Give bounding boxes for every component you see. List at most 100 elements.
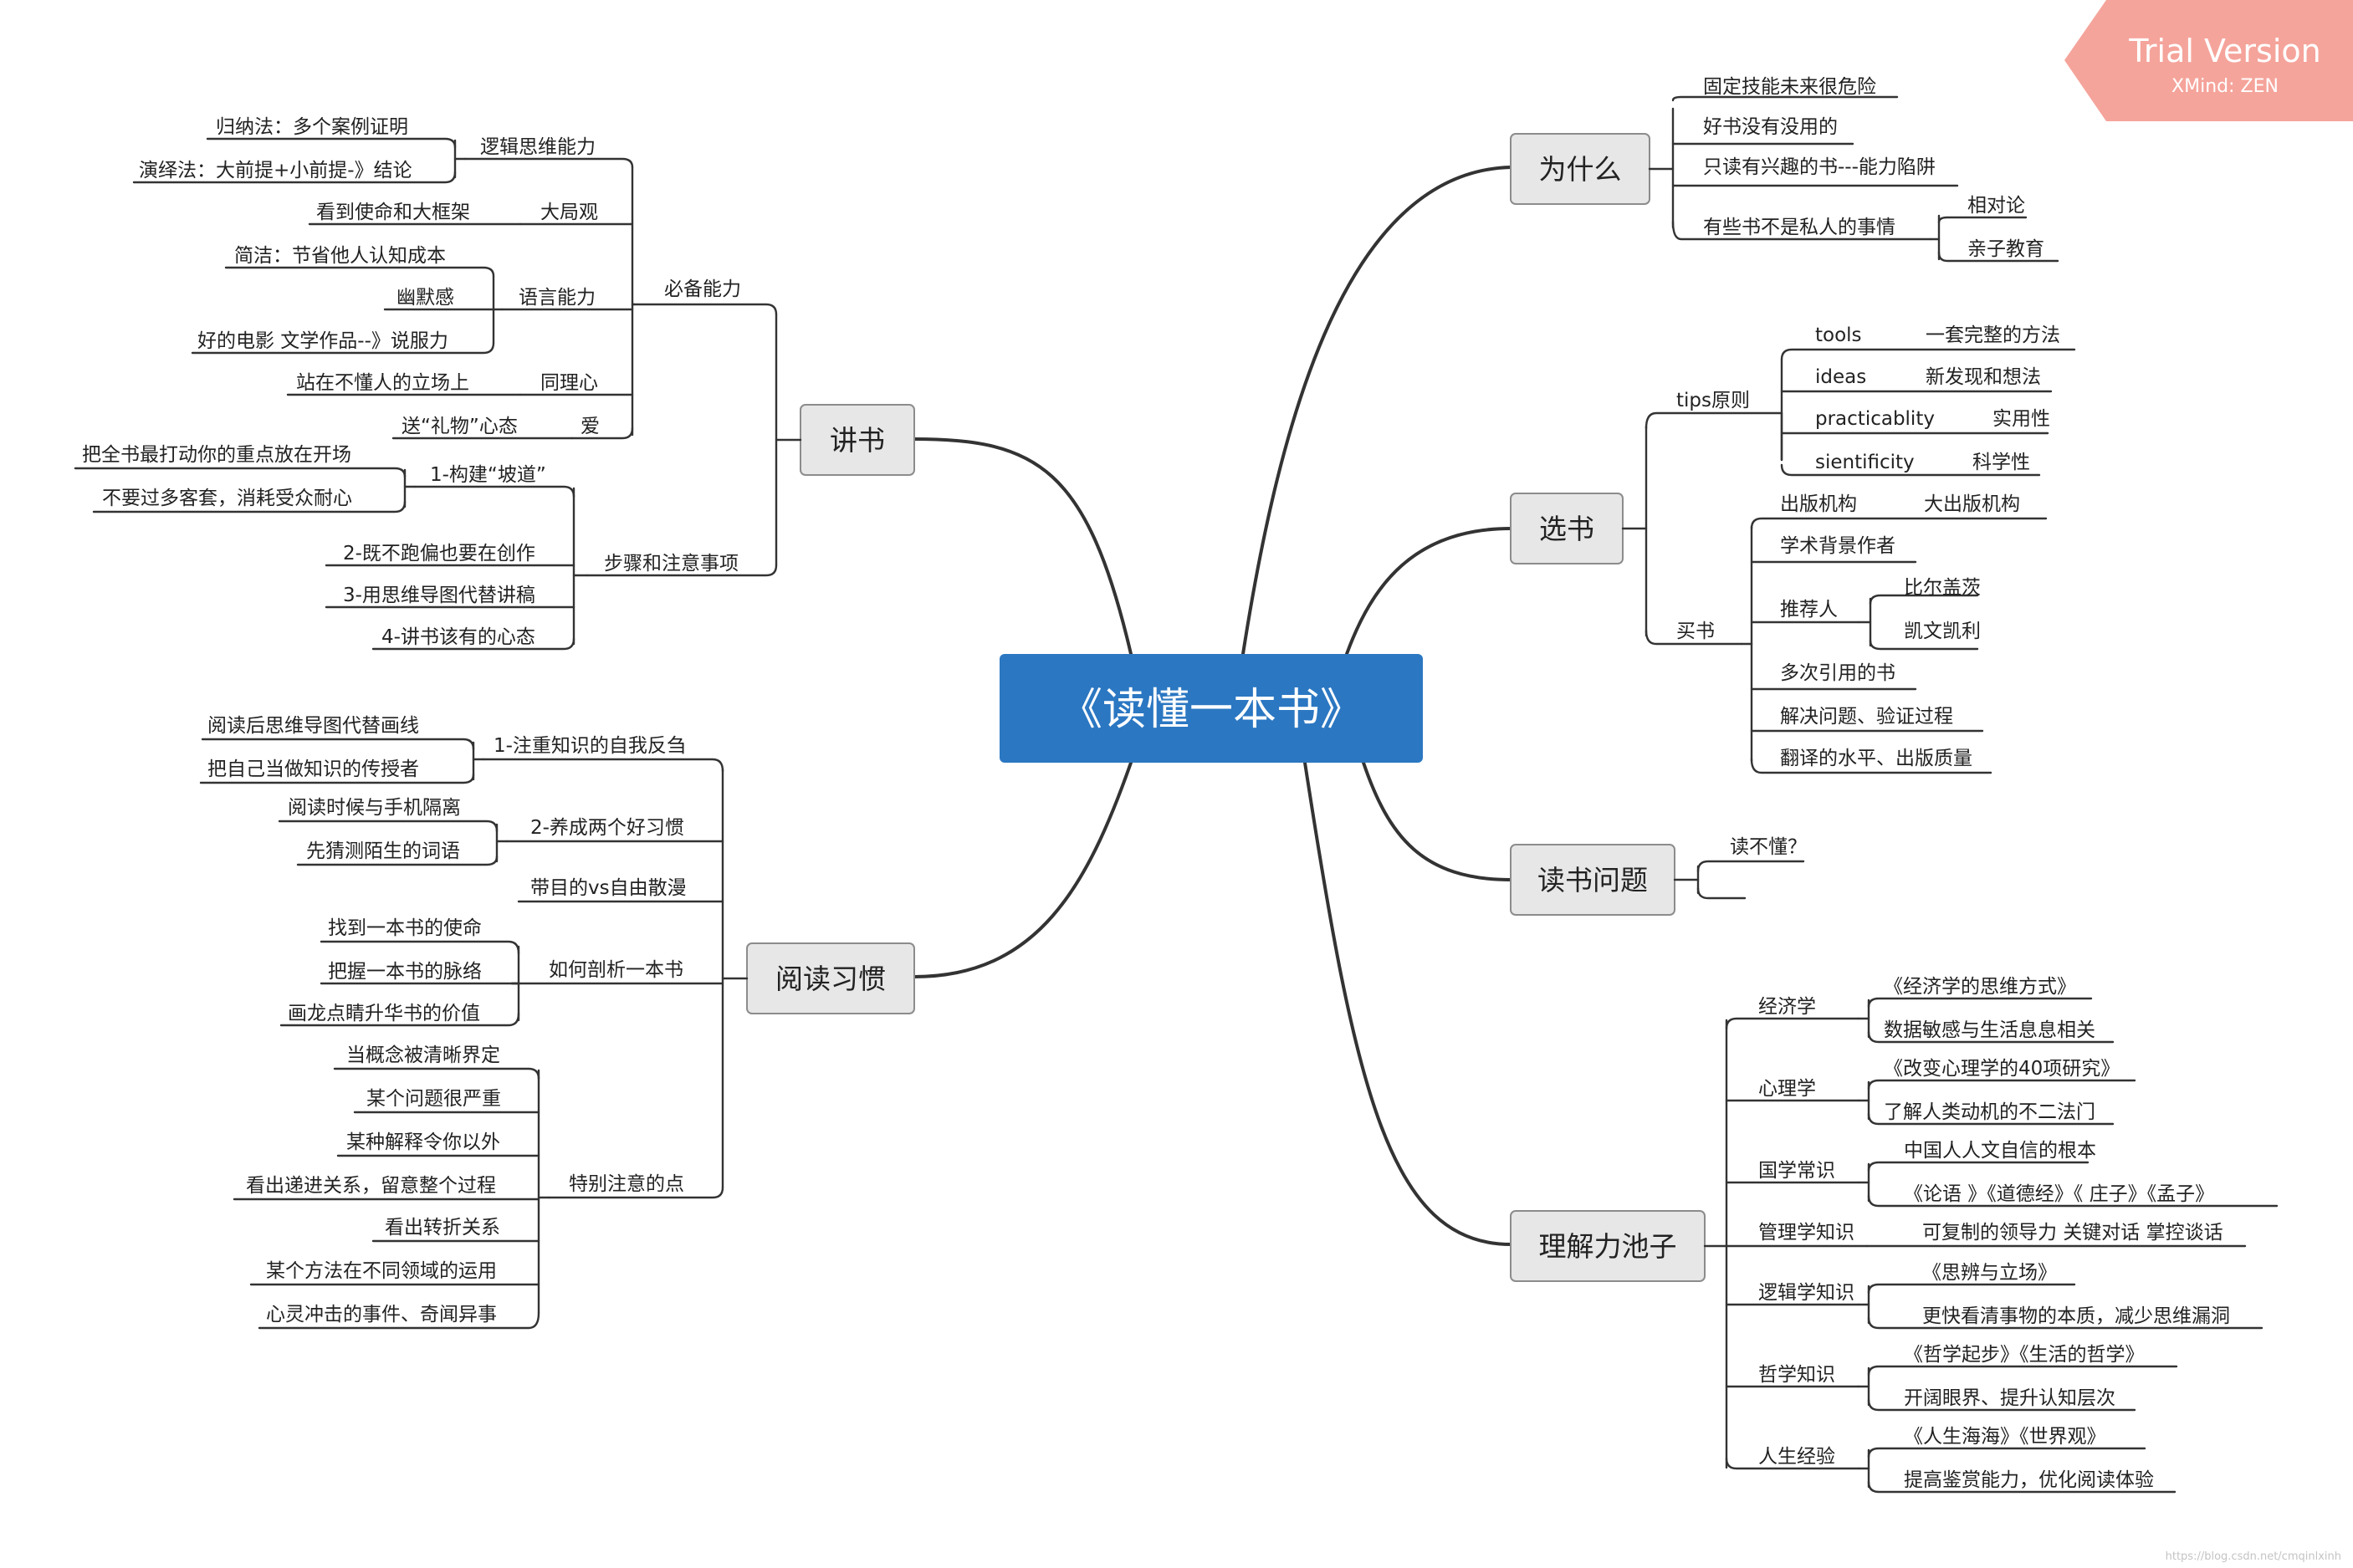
tips-tools: tools <box>1815 324 1862 346</box>
habit-5: 特别注意的点 <box>569 1173 684 1195</box>
why-node-b: 好书没有没用的 <box>1703 116 1838 138</box>
steps-1: 1-构建“坡道” <box>430 464 546 486</box>
topic-habit-label: 阅读习惯 <box>775 963 886 995</box>
habit-1-a: 阅读后思维导图代替画线 <box>207 715 419 737</box>
pool-psy-2: 了解人类动机的不二法门 <box>1884 1101 2095 1123</box>
habit-4-c: 画龙点睛升华书的价值 <box>288 1003 480 1024</box>
main-connectors <box>913 166 1512 1246</box>
pool-phil: 哲学知识 <box>1758 1364 1835 1386</box>
habit-2: 2-养成两个好习惯 <box>530 817 684 839</box>
topic-problems-label: 读书问题 <box>1537 864 1648 896</box>
topic-choose-label: 选书 <box>1539 513 1594 545</box>
pool-guo: 国学常识 <box>1758 1160 1835 1182</box>
why-node-c: 只读有兴趣的书---能力陷阱 <box>1703 156 1936 178</box>
why-node-d: 有些书不是私人的事情 <box>1703 217 1895 238</box>
step1-b: 不要过多客套，消耗受众耐心 <box>102 488 352 509</box>
buy-cited: 多次引用的书 <box>1780 662 1895 684</box>
lang-3: 好的电影 文学作品--》说服力 <box>197 330 448 352</box>
steps-2: 2-既不跑偏也要在创作 <box>343 543 535 564</box>
lecture-steps: 步骤和注意事项 <box>604 553 739 575</box>
love-1: 送“礼物”心态 <box>402 416 518 437</box>
central-topic-label: 《读懂一本书》 <box>1059 685 1363 735</box>
lang-1: 简洁：节省他人认知成本 <box>234 245 446 267</box>
branch-habit: 1-注重知识的自我反刍 2-养成两个好习惯 带目的vs自由散漫 如何剖析一本书 … <box>199 715 749 1330</box>
buy-publisher-value: 大出版机构 <box>1924 493 2020 515</box>
pool-guo-1: 中国人人文自信的根本 <box>1904 1140 2096 1162</box>
problems-node-a: 读不懂？ <box>1730 836 1807 858</box>
habit-2-b: 先猜测陌生的词语 <box>306 840 460 862</box>
pool-life: 人生经验 <box>1758 1446 1835 1468</box>
habit-5-g: 心灵冲击的事件、奇闻异事 <box>266 1304 497 1325</box>
branch-why: 固定技能未来很危险 好书没有没用的 只读有兴趣的书---能力陷阱 有些书不是私人… <box>1648 76 2059 263</box>
topic-why[interactable]: 为什么 <box>1510 133 1650 205</box>
tips-practicablity-value: 实用性 <box>1992 408 2050 430</box>
recommender-kelly: 凯文凯利 <box>1904 621 1981 642</box>
branch-problems: 读不懂？ <box>1673 836 1807 900</box>
topic-pool[interactable]: 理解力池子 <box>1510 1210 1706 1282</box>
branch-choose: tips原则 买书 tools 一套完整的方法 ideas 新发现和想法 pra… <box>1621 324 2076 774</box>
pool-psy: 心理学 <box>1758 1078 1816 1100</box>
topic-pool-label: 理解力池子 <box>1539 1230 1677 1263</box>
buy-solve: 解决问题、验证过程 <box>1780 706 1953 728</box>
habit-5-c: 某种解释令你以外 <box>346 1131 500 1153</box>
branch-pool: 经济学 心理学 国学常识 管理学知识 逻辑学知识 哲学知识 人生经验 《经济学的… <box>1703 976 2279 1494</box>
lecture-ability: 必备能力 <box>664 278 741 300</box>
trial-version-badge[interactable]: Trial Version XMind: ZEN <box>2064 0 2353 121</box>
pool-mgmt: 管理学知识 <box>1758 1222 1854 1244</box>
tips-sientificity: sientificity <box>1815 452 1915 473</box>
tips-sientificity-value: 科学性 <box>1972 452 2030 473</box>
topic-lecture-label: 讲书 <box>830 424 885 457</box>
pool-psy-1: 《改变心理学的40项研究》 <box>1884 1058 2120 1080</box>
habit-4-b: 把握一本书的脉络 <box>328 961 482 983</box>
trial-subtitle: XMind: ZEN <box>2171 76 2279 97</box>
habit-5-a: 当概念被清晰界定 <box>346 1044 500 1066</box>
step1-a: 把全书最打动你的重点放在开场 <box>82 444 351 466</box>
topic-why-label: 为什么 <box>1539 153 1622 186</box>
habit-1-b: 把自己当做知识的传授者 <box>207 758 419 780</box>
trial-badge-shape <box>2064 0 2353 121</box>
tips-node: tips原则 <box>1676 390 1750 411</box>
steps-3: 3-用思维导图代替讲稿 <box>343 585 535 606</box>
branch-lecture: 必备能力 步骤和注意事项 逻辑思维能力 大局观 语言能力 同理心 爱 归纳法：多… <box>74 116 802 651</box>
topic-habit[interactable]: 阅读习惯 <box>746 942 915 1014</box>
ability-love: 爱 <box>581 416 600 437</box>
pool-guo-2: 《论语 》《道德经》《 庄子》《孟子》 <box>1904 1183 2214 1205</box>
lang-2: 幽默感 <box>396 287 454 309</box>
ability-big: 大局观 <box>540 202 598 223</box>
buy-recommender: 推荐人 <box>1780 599 1838 621</box>
ability-emp: 同理心 <box>540 372 598 394</box>
pool-econ-1: 《经济学的思维方式》 <box>1884 976 2076 998</box>
buy-translation: 翻译的水平、出版质量 <box>1780 748 1972 769</box>
habit-2-a: 阅读时候与手机隔离 <box>288 797 461 819</box>
logic-induction: 归纳法：多个案例证明 <box>216 116 408 138</box>
pool-econ-2: 数据敏感与生活息息相关 <box>1884 1019 2095 1041</box>
central-topic[interactable]: 《读懂一本书》 <box>1000 654 1423 763</box>
ability-lang: 语言能力 <box>519 287 596 309</box>
pool-life-1: 《人生海海》《世界观》 <box>1904 1426 2106 1448</box>
tips-ideas-value: 新发现和想法 <box>1926 366 2041 388</box>
steps-4: 4-讲书该有的心态 <box>381 626 535 648</box>
pool-logic: 逻辑学知识 <box>1758 1282 1854 1304</box>
recommender-gates: 比尔盖茨 <box>1904 577 1981 599</box>
pool-life-2: 提高鉴赏能力，优化阅读体验 <box>1904 1469 2154 1491</box>
buy-author: 学术背景作者 <box>1780 535 1895 557</box>
pool-logic-2: 更快看清事物的本质，减少思维漏洞 <box>1922 1305 2230 1327</box>
pool-phil-1: 《哲学起步》《生活的哲学》 <box>1904 1344 2145 1366</box>
habit-5-e: 看出转折关系 <box>385 1217 500 1239</box>
tips-practicablity: practicablity <box>1815 408 1935 430</box>
topic-choose[interactable]: 选书 <box>1510 493 1624 564</box>
topic-lecture[interactable]: 讲书 <box>800 404 915 476</box>
topic-problems[interactable]: 读书问题 <box>1510 844 1675 916</box>
trial-title: Trial Version <box>2128 33 2320 69</box>
logic-deduction: 演绎法：大前提+小前提-》结论 <box>139 160 412 181</box>
tips-tools-value: 一套完整的方法 <box>1926 324 2060 346</box>
pool-phil-2: 开阔眼界、提升认知层次 <box>1904 1387 2115 1409</box>
why-node-d2: 亲子教育 <box>1967 238 2044 260</box>
pool-econ: 经济学 <box>1758 996 1816 1018</box>
habit-5-d: 看出递进关系，留意整个过程 <box>246 1175 496 1197</box>
buy-node: 买书 <box>1676 621 1715 642</box>
habit-4-a: 找到一本书的使命 <box>328 917 482 939</box>
ability-logic: 逻辑思维能力 <box>480 136 596 158</box>
buy-publisher: 出版机构 <box>1780 493 1857 515</box>
